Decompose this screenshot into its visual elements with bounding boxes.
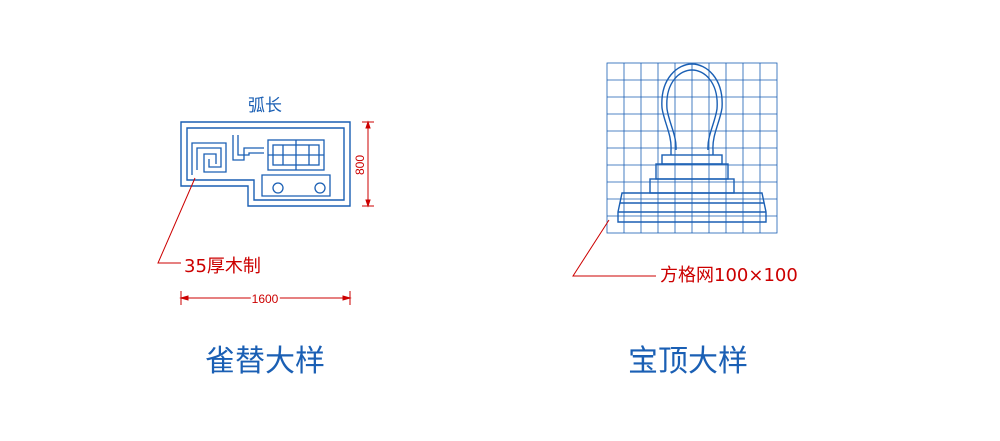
bracket-title: 雀替大样 [205, 344, 325, 379]
material-note: 35厚木制 [184, 256, 261, 277]
grid-note: 方格网100×100 [660, 265, 798, 286]
width-dimension [179, 291, 352, 305]
grid-mesh [606, 62, 778, 234]
height-dimension [362, 120, 374, 208]
fretwork-pattern [191, 135, 331, 197]
arc-label: 弧长 [248, 96, 282, 116]
finial-title: 宝顶大样 [628, 344, 748, 379]
bracket-detail: 弧长 [157, 96, 374, 379]
finial-shape [617, 63, 767, 223]
material-leader [157, 177, 196, 264]
grid-leader [572, 219, 656, 277]
width-dim-label: 1600 [252, 292, 279, 306]
bracket-outline [180, 121, 351, 207]
height-dim-label: 800 [353, 155, 367, 175]
finial-detail: 方格网100×100 宝顶大样 [572, 62, 798, 379]
